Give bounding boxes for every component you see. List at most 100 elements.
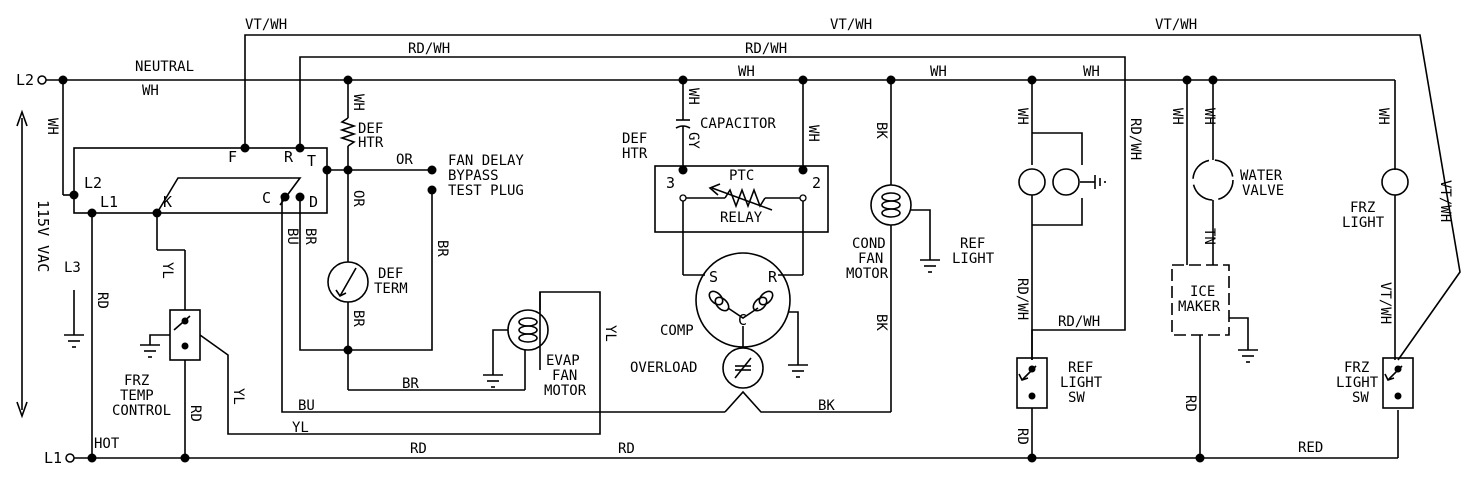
br-label-4: BR (402, 376, 419, 392)
ref-light: WH REF LIGHT RD/WH RD/WH RD/WH (952, 75, 1143, 360)
frz-light-1: FRZ (1350, 200, 1375, 216)
l1-label: L1 (44, 449, 62, 467)
ctl-c-label: C (262, 189, 271, 207)
rd-label-hot-2: RD (618, 441, 635, 457)
frz-sw-3: SW (1352, 390, 1369, 406)
red-label: RED (1298, 440, 1323, 456)
def-terminator: OR BR DEF TERM BR (327, 170, 526, 392)
bu-label-2: BU (298, 398, 315, 414)
fan-delay-3: TEST PLUG (448, 183, 524, 199)
wh-label-neutral: WH (142, 83, 159, 99)
l2-label: L2 (16, 71, 34, 89)
voltage-indicator: 115V VAC (16, 109, 52, 419)
frz-temp-control: YL RD YL YL YL FRZ TEMP CONTROL (112, 213, 618, 463)
yl-label-2: YL (230, 388, 246, 405)
bk-label-1: BK (818, 398, 835, 414)
cond-1: COND (852, 236, 886, 252)
cond-fan-motor: BK BK COND FAN MOTOR (846, 75, 940, 412)
neutral-rail (46, 79, 1396, 170)
ice-2: MAKER (1178, 299, 1221, 315)
wh-label-valve: WH (1201, 108, 1217, 125)
fan-delay-1: FAN DELAY (448, 153, 524, 169)
defrost-control-box: WH L2 L1 L3 RD HOT K F R T C D (44, 80, 332, 458)
ref-light-switch: RD REF LIGHT SW (1014, 357, 1103, 463)
water-1: WATER (1240, 168, 1283, 184)
vt-wh-wire (244, 34, 1461, 361)
bu-wire: BU BU (281, 196, 725, 414)
wh-label-top-3: WH (1083, 64, 1100, 80)
wh-label-htr: WH (350, 94, 366, 111)
bu-label-1: BU (284, 228, 300, 245)
vt-wh-label-3: VT/WH (1155, 17, 1197, 33)
rd-wh-label-1: RD/WH (408, 41, 450, 57)
yl-label-4: YL (602, 325, 618, 342)
bk-label-3: BK (873, 314, 889, 331)
or-label-2: OR (350, 190, 366, 207)
wh-label-relay: WH (805, 125, 821, 142)
evap-3: MOTOR (544, 383, 587, 399)
rd-label-ref: RD (1014, 428, 1030, 445)
vt-wh-label-5: VT/WH (1437, 180, 1453, 222)
cond-2: FAN (858, 251, 883, 267)
compressor: S R C COMP (660, 201, 808, 378)
hot-label: HOT (94, 436, 120, 452)
evap-fan-motor: EVAP FAN MOTOR (483, 292, 587, 399)
br-label-2: BR (434, 240, 450, 257)
relay-2-label: 2 (812, 174, 821, 192)
rd-wh-label-3: RD/WH (1014, 278, 1030, 320)
vt-wh-label-4: VT/WH (1377, 282, 1393, 324)
ptc-label: PTC (729, 168, 754, 184)
ctl-l1-label: L1 (100, 193, 118, 211)
ctl-l2-label: L2 (84, 174, 102, 192)
ctl-k-label: K (163, 193, 172, 211)
frz-temp-3: CONTROL (112, 403, 171, 419)
ctl-f-label: F (228, 148, 237, 166)
ref-sw-1: REF (1068, 360, 1093, 376)
wh-label-cap: WH (685, 88, 701, 105)
overload: OVERLOAD BK (630, 326, 891, 414)
ctl-r-label: R (284, 148, 294, 166)
water-2: VALVE (1242, 183, 1284, 199)
ptc-relay: WH 3 2 PTC RELAY (654, 75, 829, 233)
frz-temp-2: TEMP (120, 388, 154, 404)
frz-sw-1: FRZ (1344, 360, 1369, 376)
def-term-2: TERM (374, 281, 408, 297)
def-term-1: DEF (378, 266, 403, 282)
wh-label-frz: WH (1375, 108, 1391, 125)
comp-label: COMP (660, 323, 694, 339)
frz-sw-2: LIGHT (1336, 375, 1379, 391)
wh-label-l2: WH (44, 118, 60, 135)
rd-label-hot-1: RD (410, 441, 427, 457)
def-heater: WH DEF HTR OR (327, 75, 432, 175)
def-htr2-2: HTR (622, 146, 648, 162)
comp-s-label: S (709, 268, 718, 286)
gy-label: GY (685, 132, 701, 149)
ref-light-2: LIGHT (952, 251, 995, 267)
def-htr-1: DEF (358, 121, 383, 137)
yl-label-1: YL (159, 262, 175, 279)
rd-wh-wire (299, 56, 1126, 360)
wh-label-top-2: WH (930, 64, 947, 80)
l3-label: L3 (64, 260, 81, 276)
ref-light-1: REF (960, 236, 985, 252)
frz-light: WH FRZ LIGHT VT/WH VT/WH (1342, 108, 1453, 360)
fan-delay-2: BYPASS (448, 168, 499, 184)
comp-r-label: R (768, 268, 778, 286)
ref-sw-3: SW (1068, 390, 1085, 406)
wh-label-ice: WH (1169, 108, 1185, 125)
rd-wh-label-4: RD/WH (1127, 118, 1143, 160)
ctl-d-label: D (309, 193, 318, 211)
voltage-label: 115V VAC (34, 200, 52, 272)
br-wire: BR BR (299, 190, 450, 351)
br-label-3: BR (350, 310, 366, 327)
ice-1: ICE (1190, 284, 1215, 300)
rd-wh-label-5: RD/WH (1058, 314, 1100, 330)
comp-c-label: C (738, 311, 747, 329)
neutral-label: NEUTRAL (135, 59, 194, 75)
l1-terminal: L1 (44, 449, 75, 467)
evap-2: FAN (552, 368, 577, 384)
rd-label-ice: RD (1182, 395, 1198, 412)
frz-temp-1: FRZ (124, 373, 149, 389)
def-htr2-1: DEF (622, 131, 647, 147)
